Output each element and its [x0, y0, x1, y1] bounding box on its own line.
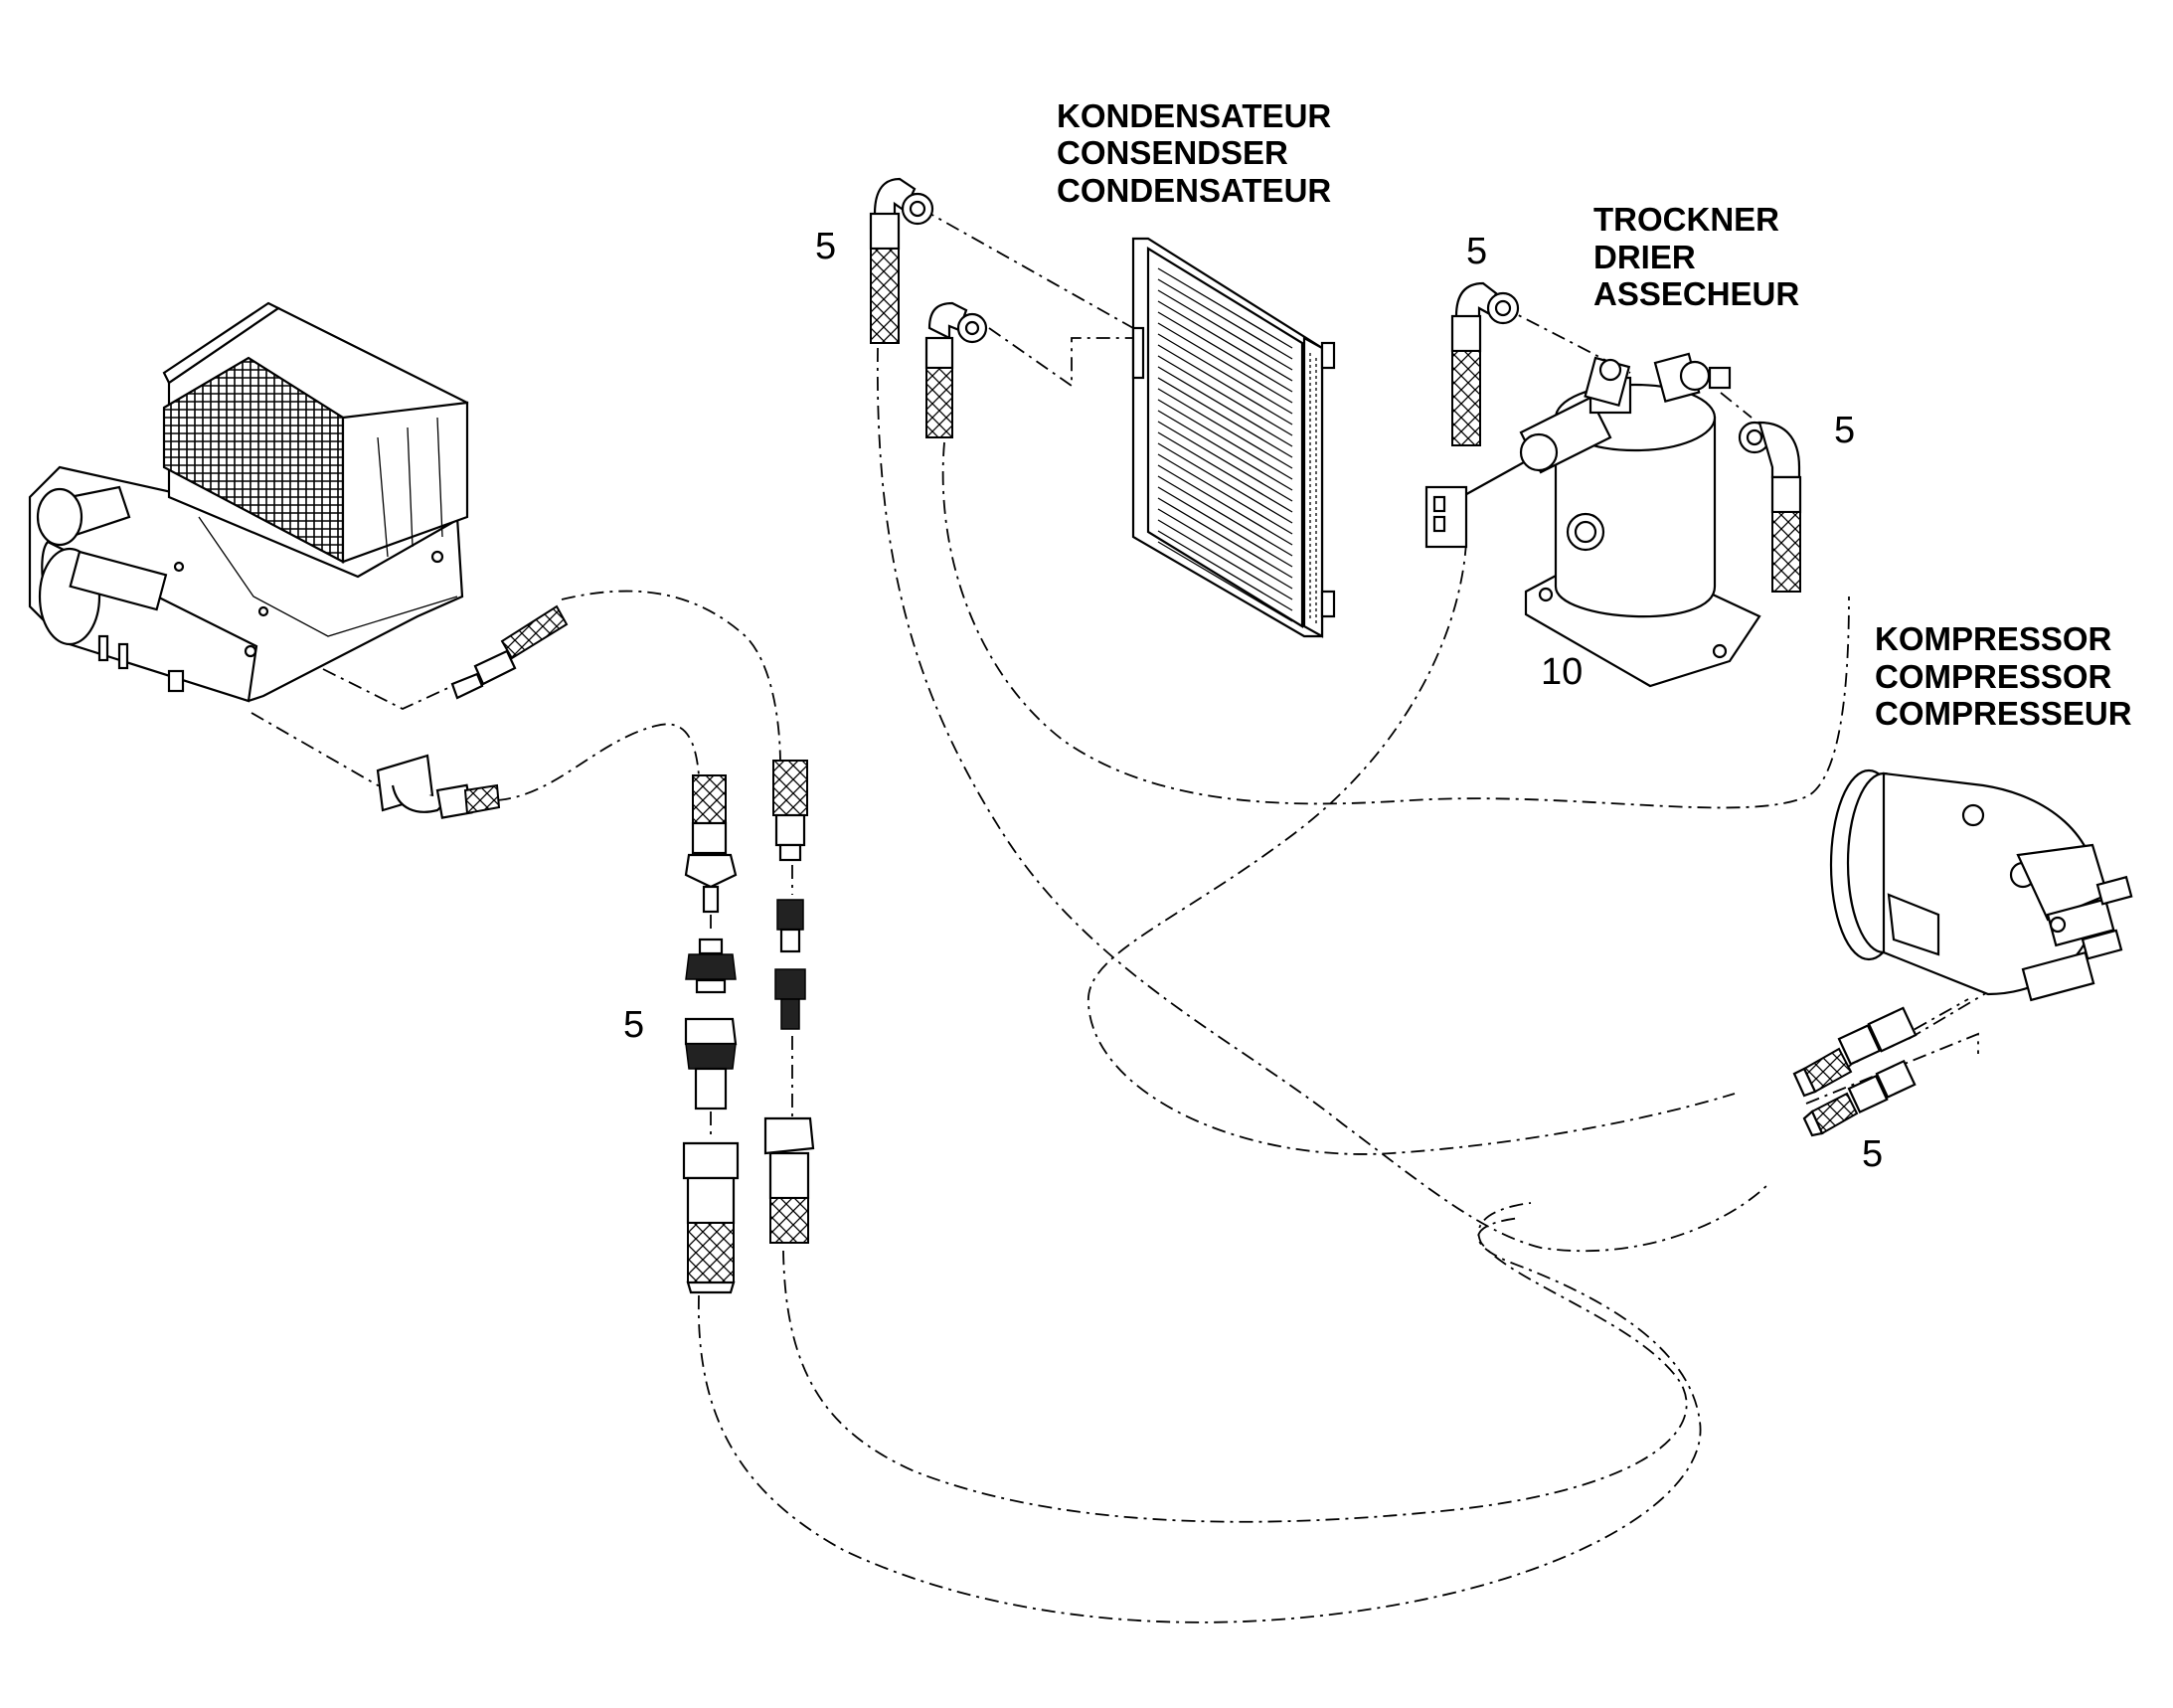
condenser-fin-line [1157, 344, 1293, 426]
drier-inlet-hose [1450, 281, 1520, 446]
condenser-fin-line [1157, 322, 1293, 404]
condenser-fin-line [1157, 442, 1293, 524]
condenser-label-de: KONDENSATEUR [1057, 97, 1331, 134]
drier-label-en: DRIER [1593, 239, 1696, 275]
condenser-fin-line [1157, 453, 1293, 535]
condenser-inlet-hose [869, 177, 934, 344]
compressor-discharge-hose [1802, 1059, 1917, 1137]
callout-drier-inlet-hose: 5 [1466, 231, 1487, 272]
condenser-fin-line [1157, 410, 1293, 491]
evaporator-lower-fitting [376, 754, 501, 819]
callout-condenser-hoses: 5 [815, 226, 836, 267]
condenser-fin-line [1157, 399, 1293, 480]
callout-service-valves: 5 [623, 1004, 644, 1046]
compressor-label-en: COMPRESSOR [1875, 658, 2112, 695]
compressor [1829, 769, 2133, 1002]
compressor-suction-hose [1792, 1006, 1918, 1098]
condenser-label-en: CONSENDSER [1057, 134, 1288, 171]
evaporator-unit [28, 301, 469, 703]
condenser-fin-line [1157, 278, 1293, 360]
drier-outlet-hose [1738, 421, 1802, 593]
service-valve-column-right [763, 760, 815, 1244]
condenser [1131, 237, 1336, 638]
compressor-label: KOMPRESSOR COMPRESSOR COMPRESSEUR [1875, 620, 2132, 732]
service-valve-column-left [682, 774, 740, 1294]
condenser-fin-line [1157, 541, 1293, 622]
condenser-fin-line [1157, 519, 1293, 600]
drier [1424, 352, 1761, 688]
condenser-fin-line [1157, 464, 1293, 546]
condenser-fin-line [1157, 475, 1293, 557]
condenser-fin-line [1157, 421, 1293, 502]
condenser-label: KONDENSATEUR CONSENDSER CONDENSATEUR [1057, 97, 1331, 209]
condenser-fin-line [1157, 366, 1293, 447]
condenser-outlet-hose [924, 301, 988, 438]
condenser-fin-line [1157, 267, 1293, 349]
callout-compressor-hoses: 5 [1862, 1133, 1883, 1175]
callout-drier: 10 [1541, 651, 1583, 693]
condenser-fin-line [1157, 377, 1293, 458]
drier-label-de: TROCKNER [1593, 201, 1779, 238]
hose-routing-lines [251, 208, 2024, 1623]
condenser-fin-line [1157, 311, 1293, 393]
condenser-fin-line [1157, 497, 1293, 579]
evaporator-upper-hose [450, 604, 569, 700]
condenser-fin-line [1157, 486, 1293, 568]
condenser-fin-line [1157, 289, 1293, 371]
compressor-label-de: KOMPRESSOR [1875, 620, 2112, 657]
condenser-fin-line [1157, 431, 1293, 513]
drier-label: TROCKNER DRIER ASSECHEUR [1593, 201, 1799, 312]
drier-label-fr: ASSECHEUR [1593, 275, 1799, 312]
condenser-fin-line [1157, 508, 1293, 590]
compressor-label-fr: COMPRESSEUR [1875, 695, 2132, 732]
condenser-fin-line [1157, 300, 1293, 382]
condenser-fin-line [1157, 355, 1293, 436]
condenser-fin-line [1157, 333, 1293, 415]
condenser-fin-line [1157, 388, 1293, 469]
condenser-fin-line [1157, 530, 1293, 611]
condenser-label-fr: CONDENSATEUR [1057, 172, 1331, 209]
callout-drier-outlet-hose: 5 [1834, 410, 1855, 451]
